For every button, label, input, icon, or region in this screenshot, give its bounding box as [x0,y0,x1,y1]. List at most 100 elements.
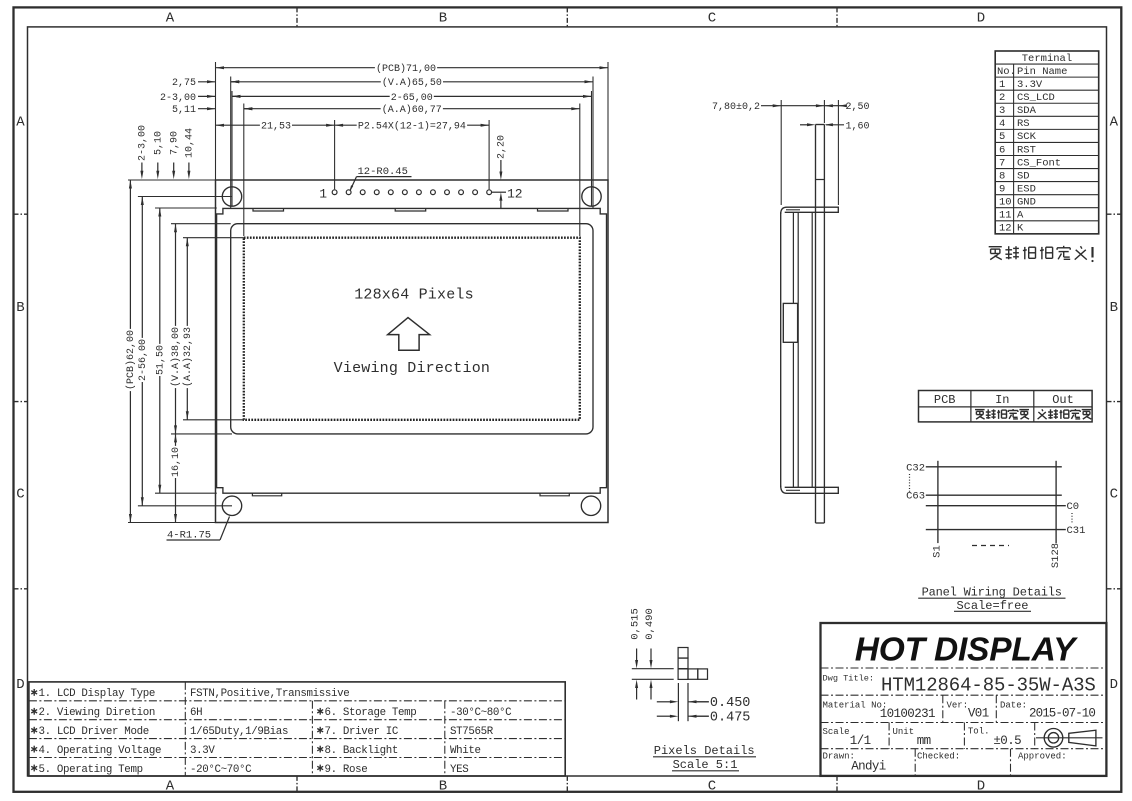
svg-text:S128: S128 [1050,543,1062,568]
svg-text:C0: C0 [1067,501,1080,513]
svg-text:CS_Font: CS_Font [1017,157,1061,169]
svg-text:YES: YES [450,764,468,776]
svg-text:2-3,00: 2-3,00 [138,125,149,161]
svg-text:RS: RS [1017,118,1030,130]
svg-text:1: 1 [999,79,1005,91]
svg-text:2: 2 [999,92,1005,104]
svg-text:(PCB)62,00: (PCB)62,00 [125,330,137,390]
svg-text:9: 9 [999,183,1005,195]
svg-text:V01: V01 [968,707,989,721]
svg-text:Dwg Title:: Dwg Title: [823,674,875,684]
svg-text:3.3V: 3.3V [1017,79,1043,91]
svg-text:HOT DISPLAY: HOT DISPLAY [855,631,1078,668]
svg-text:mm: mm [917,734,931,748]
svg-text:11: 11 [999,210,1012,222]
svg-text:In: In [995,393,1009,407]
svg-text:Ver:: Ver: [947,701,969,711]
svg-text:6. Storage Temp: 6. Storage Temp [325,707,417,719]
svg-text:(A.A)32,93: (A.A)32,93 [182,327,194,387]
svg-text:B: B [1110,300,1118,316]
svg-text:D: D [977,11,985,27]
svg-text:±0.5: ±0.5 [993,734,1021,748]
svg-text:No.: No. [997,66,1016,78]
svg-text:Pin Name: Pin Name [1017,66,1067,78]
svg-text:5: 5 [999,131,1005,143]
svg-text:1,60: 1,60 [846,121,870,132]
svg-text:Pixels Details: Pixels Details [654,744,755,758]
svg-text:PCB: PCB [934,393,956,407]
svg-text:C32: C32 [906,462,925,474]
svg-text:3: 3 [999,105,1005,117]
svg-text:FSTN,Positive,Transmissive: FSTN,Positive,Transmissive [190,688,349,700]
svg-text:4: 4 [999,118,1005,130]
svg-text:SD: SD [1017,170,1030,182]
svg-text:4. Operating Voltage: 4. Operating Voltage [39,745,162,757]
svg-text:0,490: 0,490 [644,608,656,640]
svg-text:7,80±0,2: 7,80±0,2 [712,102,760,113]
svg-text:CS_LCD: CS_LCD [1017,92,1055,104]
svg-text:SCK: SCK [1017,131,1037,143]
svg-text:2-56,00: 2-56,00 [138,339,149,381]
svg-text:7,90: 7,90 [169,131,180,155]
svg-text:0,515: 0,515 [629,608,641,640]
svg-text:1/65Duty,1/9Bias: 1/65Duty,1/9Bias [190,726,288,738]
svg-text:ST7565R: ST7565R [450,726,494,738]
svg-text:Unit: Unit [893,727,915,737]
svg-text:B: B [439,779,447,795]
svg-text:128x64 Pixels: 128x64 Pixels [354,286,474,303]
svg-text:Terminal: Terminal [1022,53,1072,65]
svg-text:ESD: ESD [1017,183,1036,195]
svg-text:D: D [977,779,985,795]
svg-text:C: C [708,779,716,795]
svg-text:White: White [450,745,481,757]
svg-text:C: C [708,11,716,27]
svg-text:Panel Wiring Details: Panel Wiring Details [922,585,1062,599]
svg-text:2. Viewing Diretion: 2. Viewing Diretion [39,707,155,719]
svg-text:16,10: 16,10 [171,447,182,477]
svg-text:A: A [16,115,25,131]
svg-text:Out: Out [1052,393,1074,407]
svg-text:Viewing Direction: Viewing Direction [334,360,490,377]
svg-text:2-3,00: 2-3,00 [160,93,196,104]
svg-text:Drawn:: Drawn: [823,751,855,761]
svg-text:D: D [1110,677,1118,693]
svg-text:C31: C31 [1067,525,1086,537]
svg-text:2,20: 2,20 [497,135,508,159]
svg-text:(V.A)38,00: (V.A)38,00 [170,327,182,387]
svg-text:Date:: Date: [1000,701,1027,711]
svg-text:A: A [166,779,175,795]
svg-text:0.475: 0.475 [710,711,751,726]
svg-text:HTM12864-85-35W-A3S: HTM12864-85-35W-A3S [881,675,1096,697]
svg-text:1/1: 1/1 [850,734,871,748]
svg-text:5,11: 5,11 [172,105,196,116]
svg-text:2,50: 2,50 [846,102,870,113]
svg-text:10100231: 10100231 [880,707,935,721]
svg-text:RST: RST [1017,144,1036,156]
svg-text:7. Driver IC: 7. Driver IC [325,726,399,738]
svg-text:C: C [1110,487,1118,503]
svg-text:K: K [1017,223,1024,235]
svg-text:A: A [1017,210,1024,222]
svg-text:D: D [16,677,24,693]
svg-text:-30°C~80°C: -30°C~80°C [450,707,512,719]
svg-text:S1: S1 [932,545,944,558]
svg-text:C: C [16,487,24,503]
svg-text:6H: 6H [190,707,202,719]
svg-text:B: B [439,11,447,27]
svg-text:Scale: Scale [823,727,850,737]
svg-text:Scale=free: Scale=free [956,599,1028,613]
svg-text:(A.A)60,77: (A.A)60,77 [382,104,442,116]
svg-text:2015-07-10: 2015-07-10 [1029,707,1095,721]
svg-text:(V.A)65,50: (V.A)65,50 [382,77,442,89]
svg-text:12: 12 [507,187,523,202]
svg-text:Checked:: Checked: [917,751,960,761]
svg-text:8. Backlight: 8. Backlight [325,745,399,757]
svg-text:Tol.: Tol. [968,727,990,737]
svg-text:A: A [1110,115,1119,131]
svg-text:1: 1 [319,187,327,202]
svg-text:51,50: 51,50 [155,345,166,375]
svg-text:6: 6 [999,144,1005,156]
svg-text:0.450: 0.450 [710,696,751,711]
svg-text:8: 8 [999,170,1005,182]
svg-text:12: 12 [999,223,1012,235]
